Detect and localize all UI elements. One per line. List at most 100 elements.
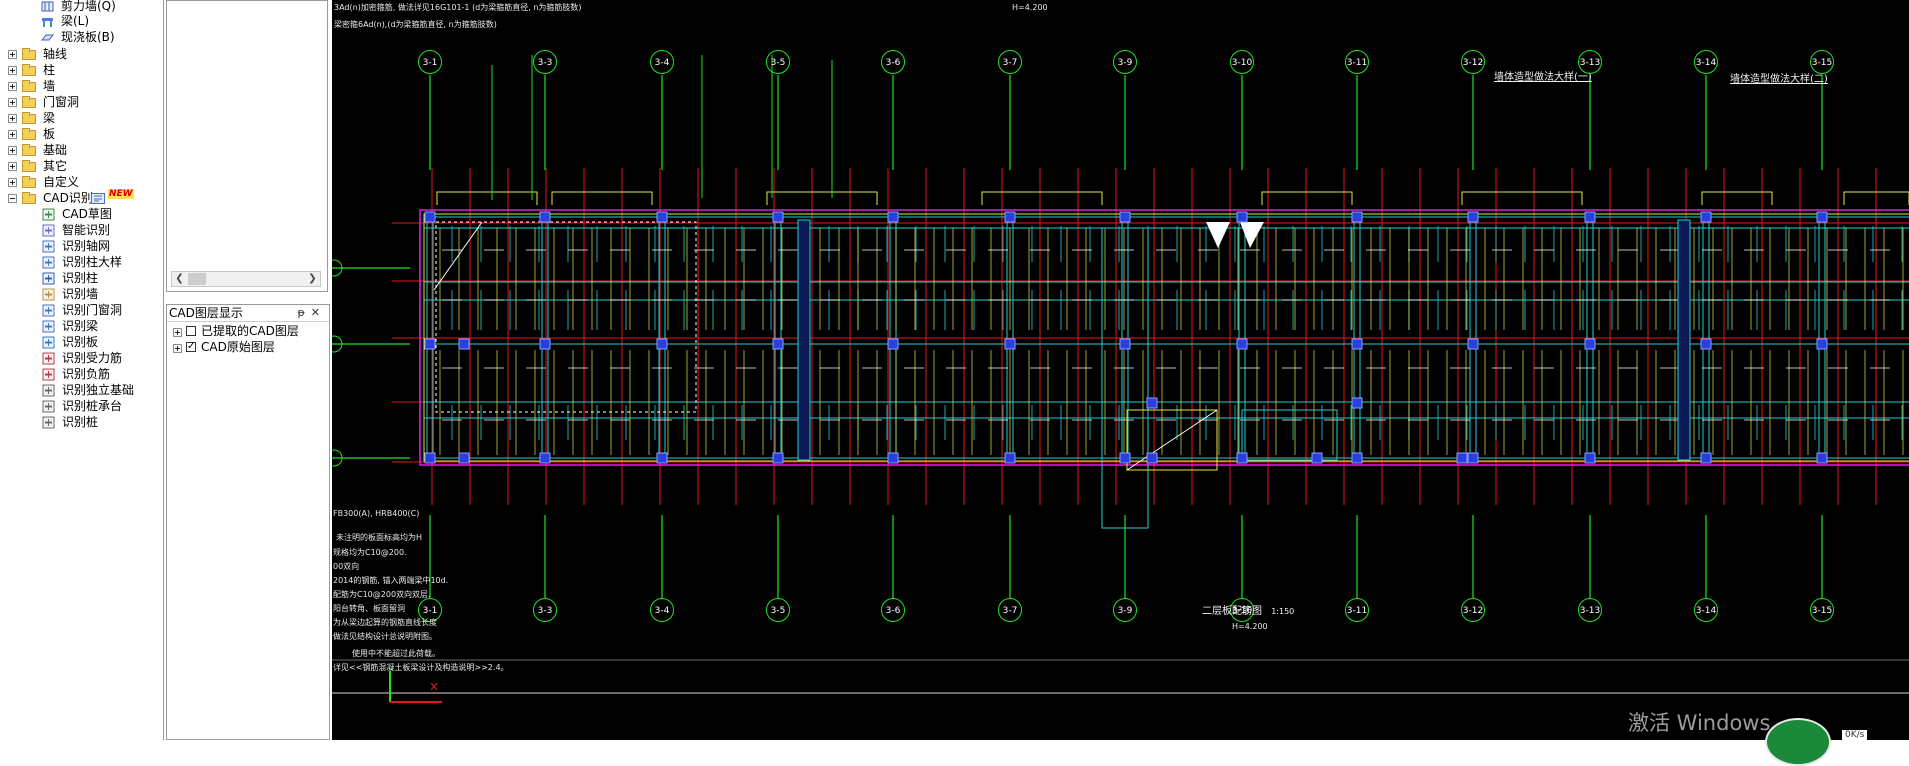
door-window-icon	[42, 304, 55, 317]
grid-axis-label: 3-13	[1578, 598, 1602, 622]
diag-line	[1126, 409, 1218, 471]
tree-folder-label: CAD识别	[43, 191, 93, 205]
column	[1119, 452, 1131, 464]
opening-box	[1126, 409, 1218, 471]
folder-icon	[22, 128, 36, 140]
column	[1700, 338, 1712, 350]
grid-axis-label: 3-1	[418, 50, 442, 74]
expand-toggle-icon[interactable]	[8, 114, 17, 123]
tree-folder-label: 基础	[43, 143, 68, 157]
scrollbar-thumb[interactable]	[188, 273, 206, 285]
expand-toggle-icon[interactable]	[8, 146, 17, 155]
horizontal-scrollbar[interactable]: ❮ ❯	[171, 271, 321, 287]
axis-circle-left	[332, 335, 343, 353]
room-box	[1241, 409, 1338, 461]
column	[1584, 211, 1596, 223]
grid-axis-label: 3-1	[418, 598, 442, 622]
property-panel: ❮ ❯	[166, 0, 328, 292]
note-line: 阳台转角、板面留洞	[333, 604, 405, 613]
tree-item-label: 识别桩	[62, 415, 99, 429]
scroll-left-arrow-icon[interactable]: ❮	[175, 273, 184, 284]
close-icon[interactable]: ✕	[310, 306, 326, 319]
network-speed-ball-icon	[1765, 718, 1831, 766]
collapse-toggle-icon[interactable]	[8, 194, 17, 203]
tree-folder-cad-recognize[interactable]: CAD识别 NEW	[8, 189, 158, 206]
tree-folder-label: 梁	[43, 111, 56, 125]
column	[1351, 397, 1363, 409]
wall-marker	[1843, 191, 1909, 205]
expand-toggle-icon[interactable]	[8, 82, 17, 91]
tree-item-label: 识别板	[62, 335, 99, 349]
tree-item-label: 识别门窗洞	[62, 303, 123, 317]
expand-toggle-icon[interactable]	[8, 130, 17, 139]
foundation-icon	[42, 384, 55, 397]
tree-item-label: 梁(L)	[61, 14, 90, 28]
layer-label: 已提取的CAD图层	[201, 324, 299, 338]
note-line: FB300(A), HRB400(C)	[333, 509, 420, 518]
expand-toggle-icon[interactable]	[8, 178, 17, 187]
layer-checkbox-extracted[interactable]	[186, 326, 196, 336]
note-line: 2014的钢筋, 锚入两端梁中10d.	[333, 576, 449, 585]
tree-folder-foundation[interactable]: 基础	[8, 143, 158, 158]
expand-toggle-icon[interactable]	[8, 98, 17, 107]
column	[1700, 211, 1712, 223]
beam-icon	[42, 320, 55, 333]
column	[1004, 338, 1016, 350]
folder-open-icon	[22, 192, 36, 204]
column	[1146, 397, 1158, 409]
elevation-top: H=4.200	[1012, 3, 1048, 12]
note-line: 详见<<钢筋混凝土板梁设计及构造说明>>2.4。	[333, 663, 509, 672]
tree-item-label: 智能识别	[62, 223, 111, 237]
tree-item-label: 识别梁	[62, 319, 99, 333]
expand-toggle-icon[interactable]	[173, 328, 182, 337]
layer-checkbox-original[interactable]: ✓	[186, 341, 196, 352]
grid-axis-label: 3-15	[1810, 50, 1834, 74]
tree-item-label: 识别负筋	[62, 367, 111, 381]
grid-axis-label: 3-10	[1230, 50, 1254, 74]
wall-marker	[551, 191, 653, 205]
stair-diag	[433, 221, 483, 291]
wall-marker	[1261, 191, 1353, 205]
header-note: 梁密箍6Ad(n),(d为梁箍筋直径, n为箍筋肢数)	[334, 20, 497, 29]
column	[424, 452, 436, 464]
wall-marker	[1461, 191, 1583, 205]
cad-drawing-canvas[interactable]: 3Ad(n)加密箍筋, 做法详见16G101-1 (d为梁箍筋直径, n为箍筋肢…	[332, 0, 1909, 740]
scroll-right-arrow-icon[interactable]: ❯	[308, 273, 317, 284]
axis-circle-left	[332, 449, 343, 467]
activate-windows-watermark: 激活 Windows	[1628, 711, 1771, 735]
tree-folder-wall[interactable]: 墙	[8, 79, 158, 94]
column	[1816, 452, 1828, 464]
expand-toggle-icon[interactable]	[8, 66, 17, 75]
column-detail-icon	[42, 256, 55, 269]
tree-item-label: 识别柱大样	[62, 255, 123, 269]
column	[772, 211, 784, 223]
opening-mark	[1206, 222, 1230, 248]
component-tree[interactable]: 剪力墙(Q) 梁(L) 现浇板(B) 轴线 柱 墙 门窗洞 梁	[0, 0, 164, 740]
expand-toggle-icon[interactable]	[173, 344, 182, 353]
grid-axis-label: 3-13	[1578, 50, 1602, 74]
grid-axis-label: 3-5	[766, 50, 790, 74]
column	[887, 338, 899, 350]
slab-icon	[40, 31, 55, 44]
column	[539, 338, 551, 350]
tree-folder-custom[interactable]: 自定义	[8, 175, 158, 190]
grid-axis-label: 3-11	[1345, 598, 1369, 622]
pin-icon[interactable]: ᵽ	[297, 306, 311, 319]
tree-folder-axis[interactable]: 轴线	[8, 47, 158, 62]
expand-toggle-icon[interactable]	[8, 162, 17, 171]
column-icon	[42, 272, 55, 285]
tree-folder-beam[interactable]: 梁	[8, 111, 158, 126]
tree-folder-slab[interactable]: 板	[8, 127, 158, 142]
tree-folder-door-window[interactable]: 门窗洞	[8, 95, 158, 110]
tree-item-label: CAD草图	[62, 207, 112, 221]
column	[772, 338, 784, 350]
grid-axis-label: 3-4	[650, 598, 674, 622]
cad-layer-panel-title: CAD图层显示	[169, 306, 243, 320]
elevation-bottom: H=4.200	[1232, 622, 1268, 631]
expand-toggle-icon[interactable]	[8, 50, 17, 59]
folder-icon	[22, 48, 36, 60]
tree-folder-label: 其它	[43, 159, 68, 173]
column	[1467, 211, 1479, 223]
tree-folder-other[interactable]: 其它	[8, 159, 158, 174]
tree-folder-column[interactable]: 柱	[8, 63, 158, 78]
